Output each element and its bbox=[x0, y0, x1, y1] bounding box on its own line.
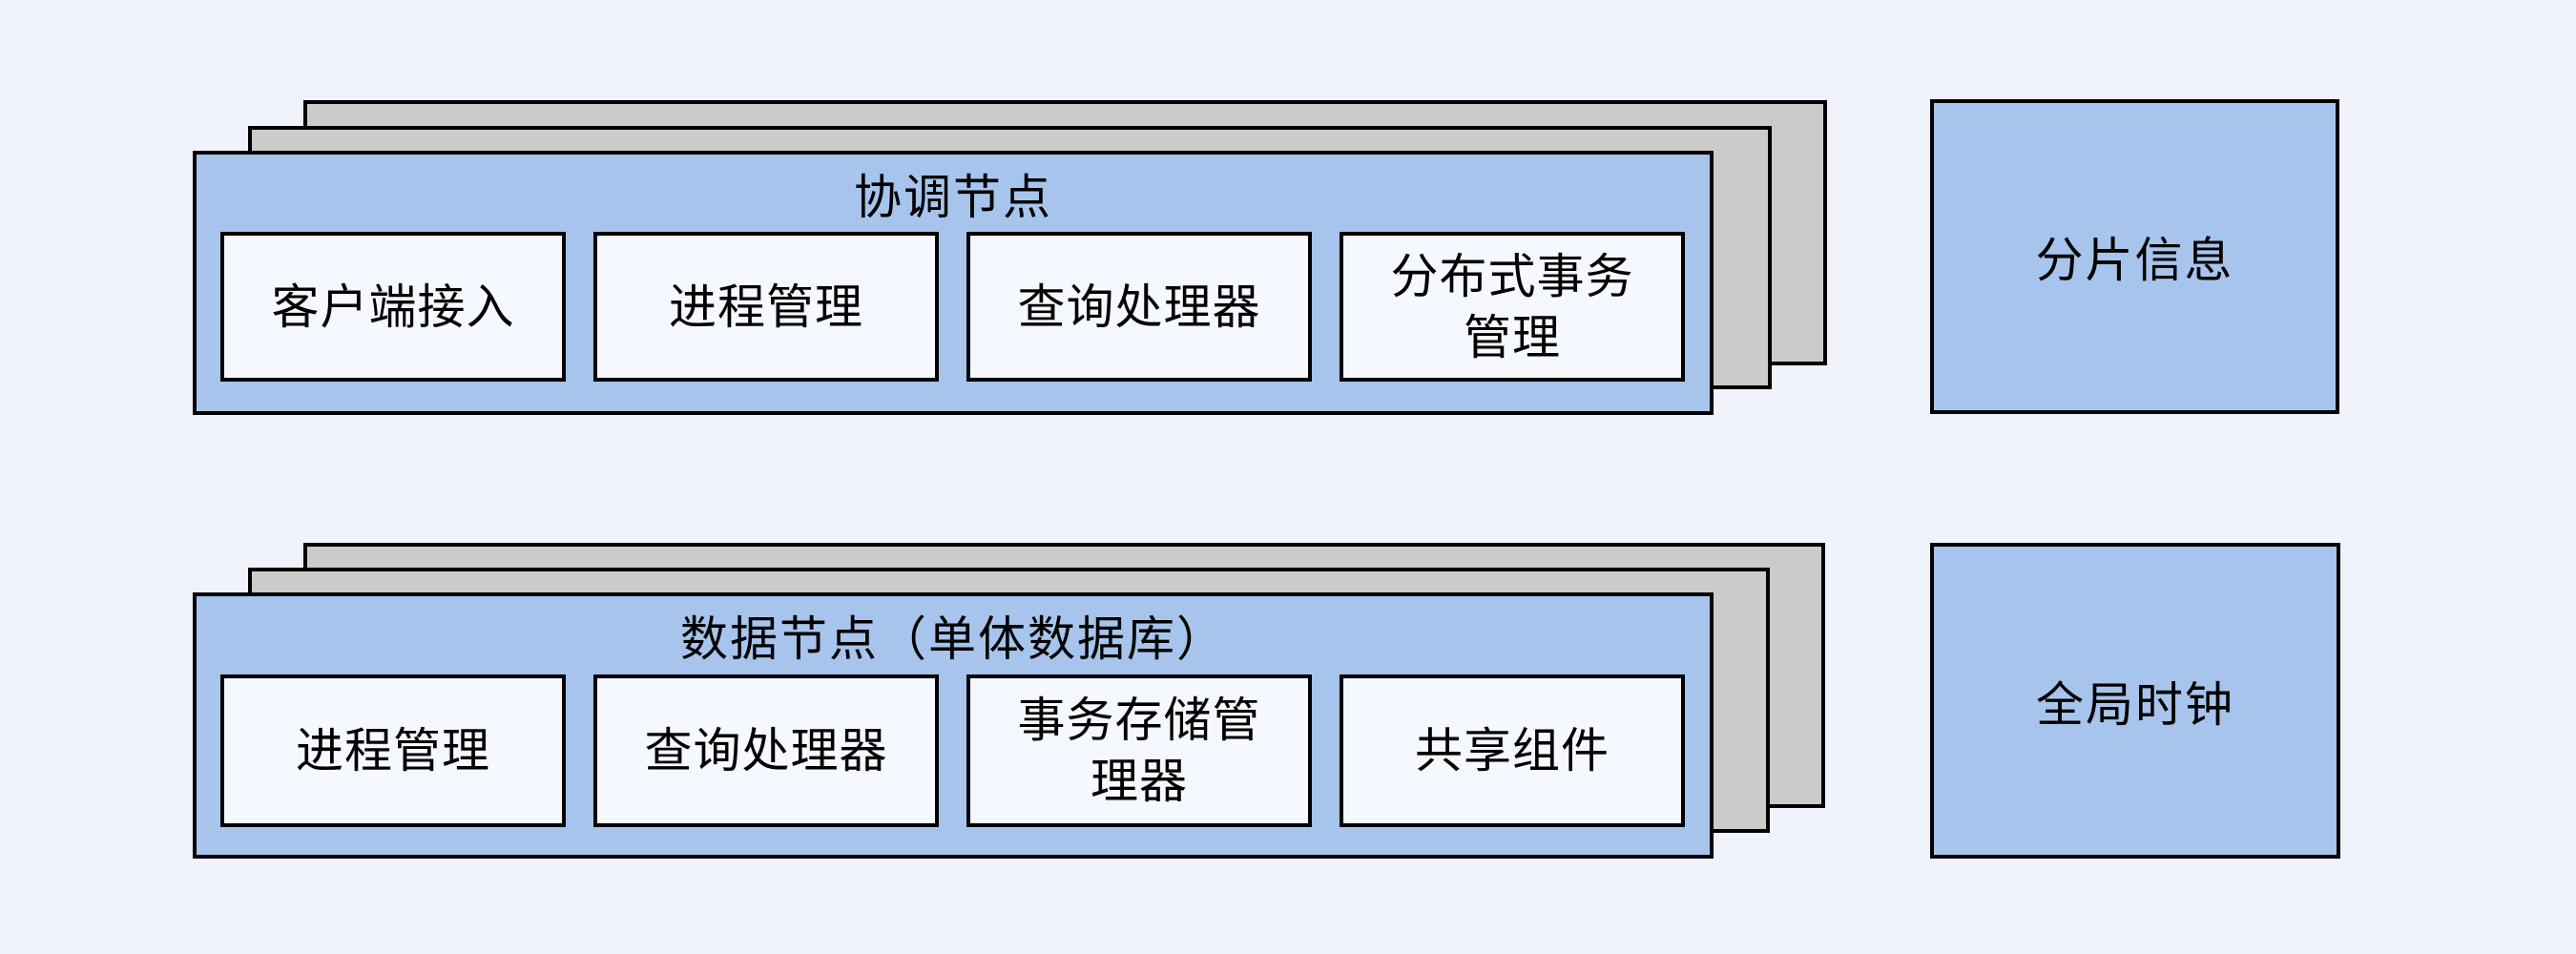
module-distributed-transaction-management-label: 分布式事务 管理 bbox=[1390, 249, 1634, 364]
data-node-title: 数据节点（单体数据库） bbox=[680, 612, 1226, 666]
global-clock-box: 全局时钟 bbox=[1930, 543, 2340, 859]
module-distributed-transaction-management: 分布式事务 管理 bbox=[1340, 232, 1685, 382]
module-transaction-storage-manager: 事务存储管 理器 bbox=[966, 674, 1312, 827]
module-process-management: 进程管理 bbox=[593, 232, 939, 382]
coordinator-node-title: 协调节点 bbox=[854, 170, 1052, 224]
module-process-management-2-label: 进程管理 bbox=[296, 724, 490, 778]
coordinator-node-box: 协调节点 客户端接入 进程管理 查询处理器 分布式事务 管理 bbox=[193, 151, 1714, 415]
module-transaction-storage-manager-label: 事务存储管 理器 bbox=[1017, 694, 1261, 808]
module-client-access: 客户端接入 bbox=[220, 232, 566, 382]
module-shared-components: 共享组件 bbox=[1340, 674, 1685, 827]
module-process-management-2: 进程管理 bbox=[220, 674, 566, 827]
module-process-management-label: 进程管理 bbox=[669, 280, 863, 334]
module-query-processor-2: 查询处理器 bbox=[593, 674, 939, 827]
module-query-processor-2-label: 查询处理器 bbox=[644, 724, 888, 778]
module-query-processor: 查询处理器 bbox=[966, 232, 1312, 382]
module-shared-components-label: 共享组件 bbox=[1415, 724, 1610, 778]
shard-info-box: 分片信息 bbox=[1930, 99, 2339, 414]
data-node-box: 数据节点（单体数据库） 进程管理 查询处理器 事务存储管 理器 共享组件 bbox=[193, 592, 1714, 859]
module-query-processor-label: 查询处理器 bbox=[1017, 280, 1261, 334]
module-client-access-label: 客户端接入 bbox=[271, 280, 515, 334]
coordinator-modules-row: 客户端接入 进程管理 查询处理器 分布式事务 管理 bbox=[197, 232, 1710, 382]
data-node-modules-row: 进程管理 查询处理器 事务存储管 理器 共享组件 bbox=[197, 674, 1710, 827]
